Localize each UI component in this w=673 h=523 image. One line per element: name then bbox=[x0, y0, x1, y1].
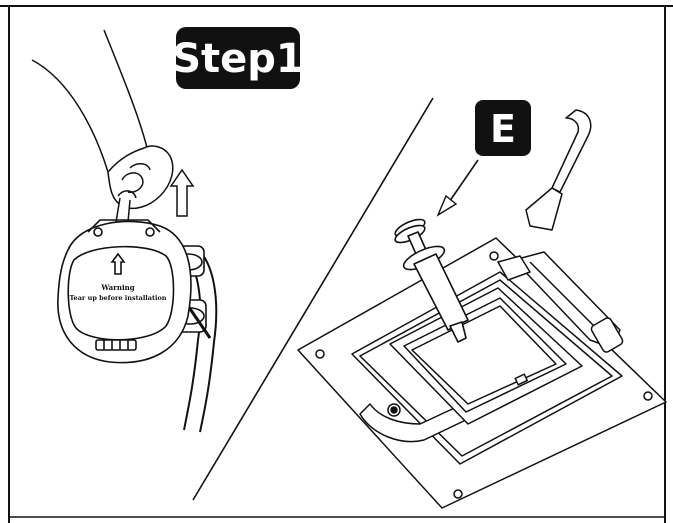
pump-head bbox=[57, 219, 218, 433]
hand-icon bbox=[31, 29, 174, 223]
callout-badge: E bbox=[475, 100, 531, 156]
syringe-icon bbox=[394, 218, 469, 343]
pointer-arrow-icon bbox=[436, 159, 479, 217]
pump-warning-title: Warning bbox=[100, 283, 134, 292]
up-arrow-icon bbox=[169, 168, 195, 217]
spatula-icon bbox=[525, 109, 592, 231]
step-label: Step1 bbox=[172, 36, 304, 82]
divider-line bbox=[192, 97, 434, 501]
frame bbox=[0, 5, 673, 523]
motherboard bbox=[297, 237, 667, 509]
pump-warning-text: Tear up before installation bbox=[69, 294, 166, 302]
callout-label: E bbox=[490, 107, 516, 151]
step-badge: Step1 bbox=[172, 27, 304, 89]
